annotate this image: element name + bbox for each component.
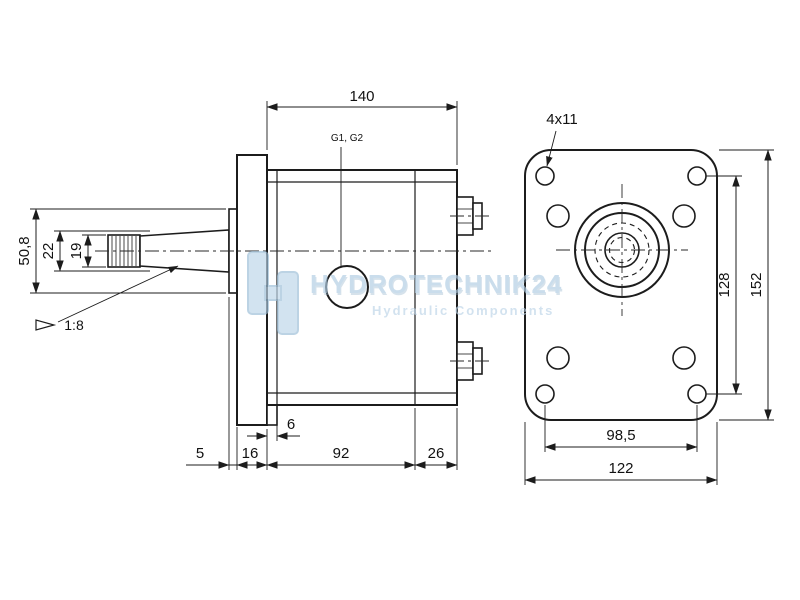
dim-flange-height: 152 (748, 272, 765, 297)
port-label: G1, G2 (331, 133, 364, 144)
assembly-screw-bottom-right (672, 346, 696, 370)
dim-shaft-diameter: 22 (40, 243, 57, 260)
pump-body (266, 169, 458, 406)
dim-hole-spacing-horizontal: 98,5 (606, 427, 635, 444)
dim-step: 6 (287, 416, 295, 433)
dim-holes: 4x11 (546, 111, 577, 128)
dim-total-length: 140 (349, 88, 374, 105)
dim-pilot-length: 5 (196, 445, 204, 462)
mounting-hole-top-right (687, 166, 707, 186)
mounting-flange (236, 154, 268, 426)
taper-symbol (35, 319, 57, 331)
port-circle (325, 265, 369, 309)
dimensions-front-view: 4x11 98,5 122 128 152 (524, 111, 774, 485)
dim-body-length: 92 (333, 445, 350, 462)
dim-hole-spacing-vertical: 128 (716, 272, 733, 297)
front-view (524, 149, 718, 421)
side-view (95, 154, 492, 426)
dim-flange-width: 122 (608, 460, 633, 477)
leader-line (57, 265, 179, 323)
central-boss (556, 184, 688, 316)
dim-flange-thickness: 16 (242, 445, 259, 462)
dim-pilot-diameter: 50,8 (16, 236, 33, 265)
dim-thread-diameter: 19 (68, 243, 85, 260)
taper-ratio-label: 1:8 (64, 317, 84, 333)
mounting-hole-bottom-right (687, 384, 707, 404)
dimensions-side-view: 140 G1, G2 50,8 22 19 1:8 (16, 88, 458, 470)
leader-line (546, 130, 557, 167)
mounting-hole-top-left (535, 166, 555, 186)
assembly-screw-bottom-left (546, 346, 570, 370)
dim-cover-length: 26 (428, 445, 445, 462)
flange-outline (524, 149, 718, 421)
mounting-hole-bottom-left (535, 384, 555, 404)
flange-step (266, 404, 278, 426)
assembly-screw-top-left (546, 204, 570, 228)
assembly-screw-top-right (672, 204, 696, 228)
